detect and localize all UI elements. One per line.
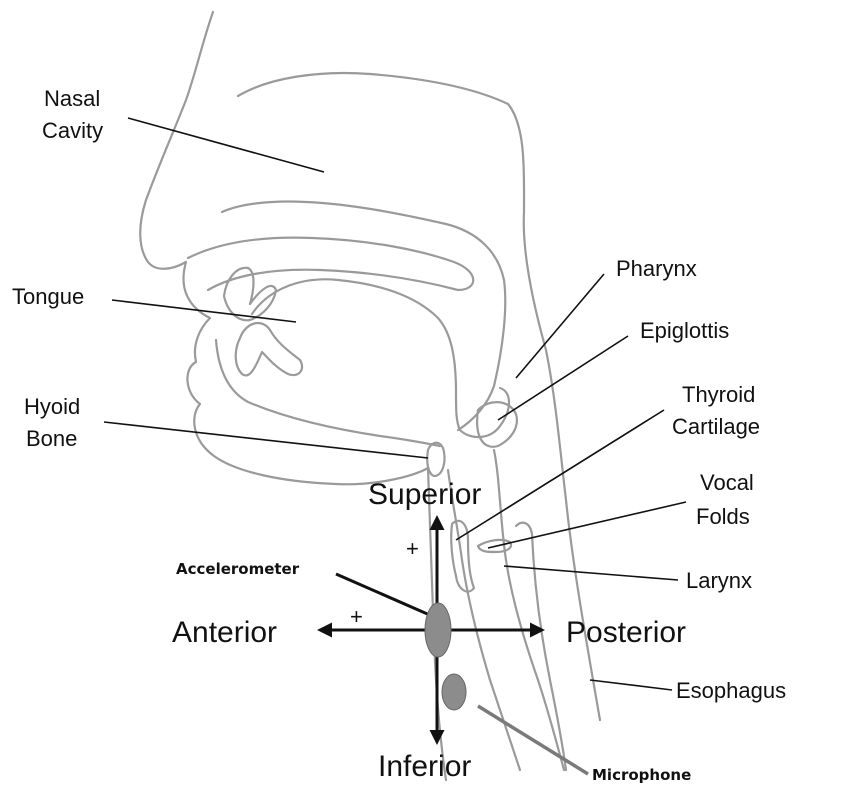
- nasal-cavity-outline: [222, 201, 505, 430]
- leader-epiglottis: [498, 336, 628, 420]
- plus-sign-horizontal: +: [350, 604, 363, 629]
- label-vocal-folds-line1: Vocal: [700, 470, 754, 495]
- leader-microphone: [478, 706, 588, 774]
- label-nasal-cavity-line2: Cavity: [42, 118, 103, 143]
- leader-nasal-cavity: [128, 118, 324, 172]
- leader-tongue: [112, 300, 296, 322]
- label-accelerometer: Accelerometer: [176, 560, 300, 578]
- microphone-sensor: [442, 674, 466, 710]
- accelerometer-sensor: [425, 603, 451, 657]
- hyoid-bone-shape: [427, 443, 444, 476]
- label-thyroid-cartilage-line1: Thyroid: [682, 382, 755, 407]
- face-profile: [140, 12, 428, 484]
- label-superior: Superior: [368, 478, 481, 511]
- leader-esophagus: [590, 680, 672, 690]
- plus-sign-vertical: +: [406, 536, 419, 561]
- leader-thyroid-cartilage: [456, 410, 664, 540]
- palate: [188, 238, 473, 290]
- lower-teeth: [236, 323, 302, 375]
- label-vocal-folds-line2: Folds: [696, 504, 750, 529]
- label-hyoid-bone-line2: Bone: [26, 426, 77, 451]
- label-hyoid-bone-line1: Hyoid: [24, 394, 80, 419]
- leader-larynx: [504, 566, 678, 580]
- label-epiglottis: Epiglottis: [640, 318, 729, 343]
- head-neck-outline: [140, 12, 600, 780]
- leader-lines: [104, 118, 686, 690]
- label-tongue: Tongue: [12, 284, 84, 309]
- label-posterior: Posterior: [566, 616, 686, 649]
- tongue-shape: [252, 279, 509, 437]
- label-thyroid-cartilage-line2: Cartilage: [672, 414, 760, 439]
- label-esophagus: Esophagus: [676, 678, 786, 703]
- label-microphone: Microphone: [592, 766, 691, 784]
- jaw-line: [216, 340, 440, 446]
- anatomy-labels: Nasal Cavity Tongue Hyoid Bone Pharynx E…: [12, 86, 786, 703]
- label-inferior: Inferior: [378, 750, 471, 783]
- label-anterior: Anterior: [172, 616, 277, 649]
- label-pharynx: Pharynx: [616, 256, 697, 281]
- label-nasal-cavity-line1: Nasal: [44, 86, 100, 111]
- label-larynx: Larynx: [686, 568, 752, 593]
- skull-outline: [238, 73, 600, 720]
- epiglottis-shape: [477, 402, 517, 447]
- leader-hyoid-bone: [104, 422, 428, 458]
- leader-pharynx: [516, 274, 604, 378]
